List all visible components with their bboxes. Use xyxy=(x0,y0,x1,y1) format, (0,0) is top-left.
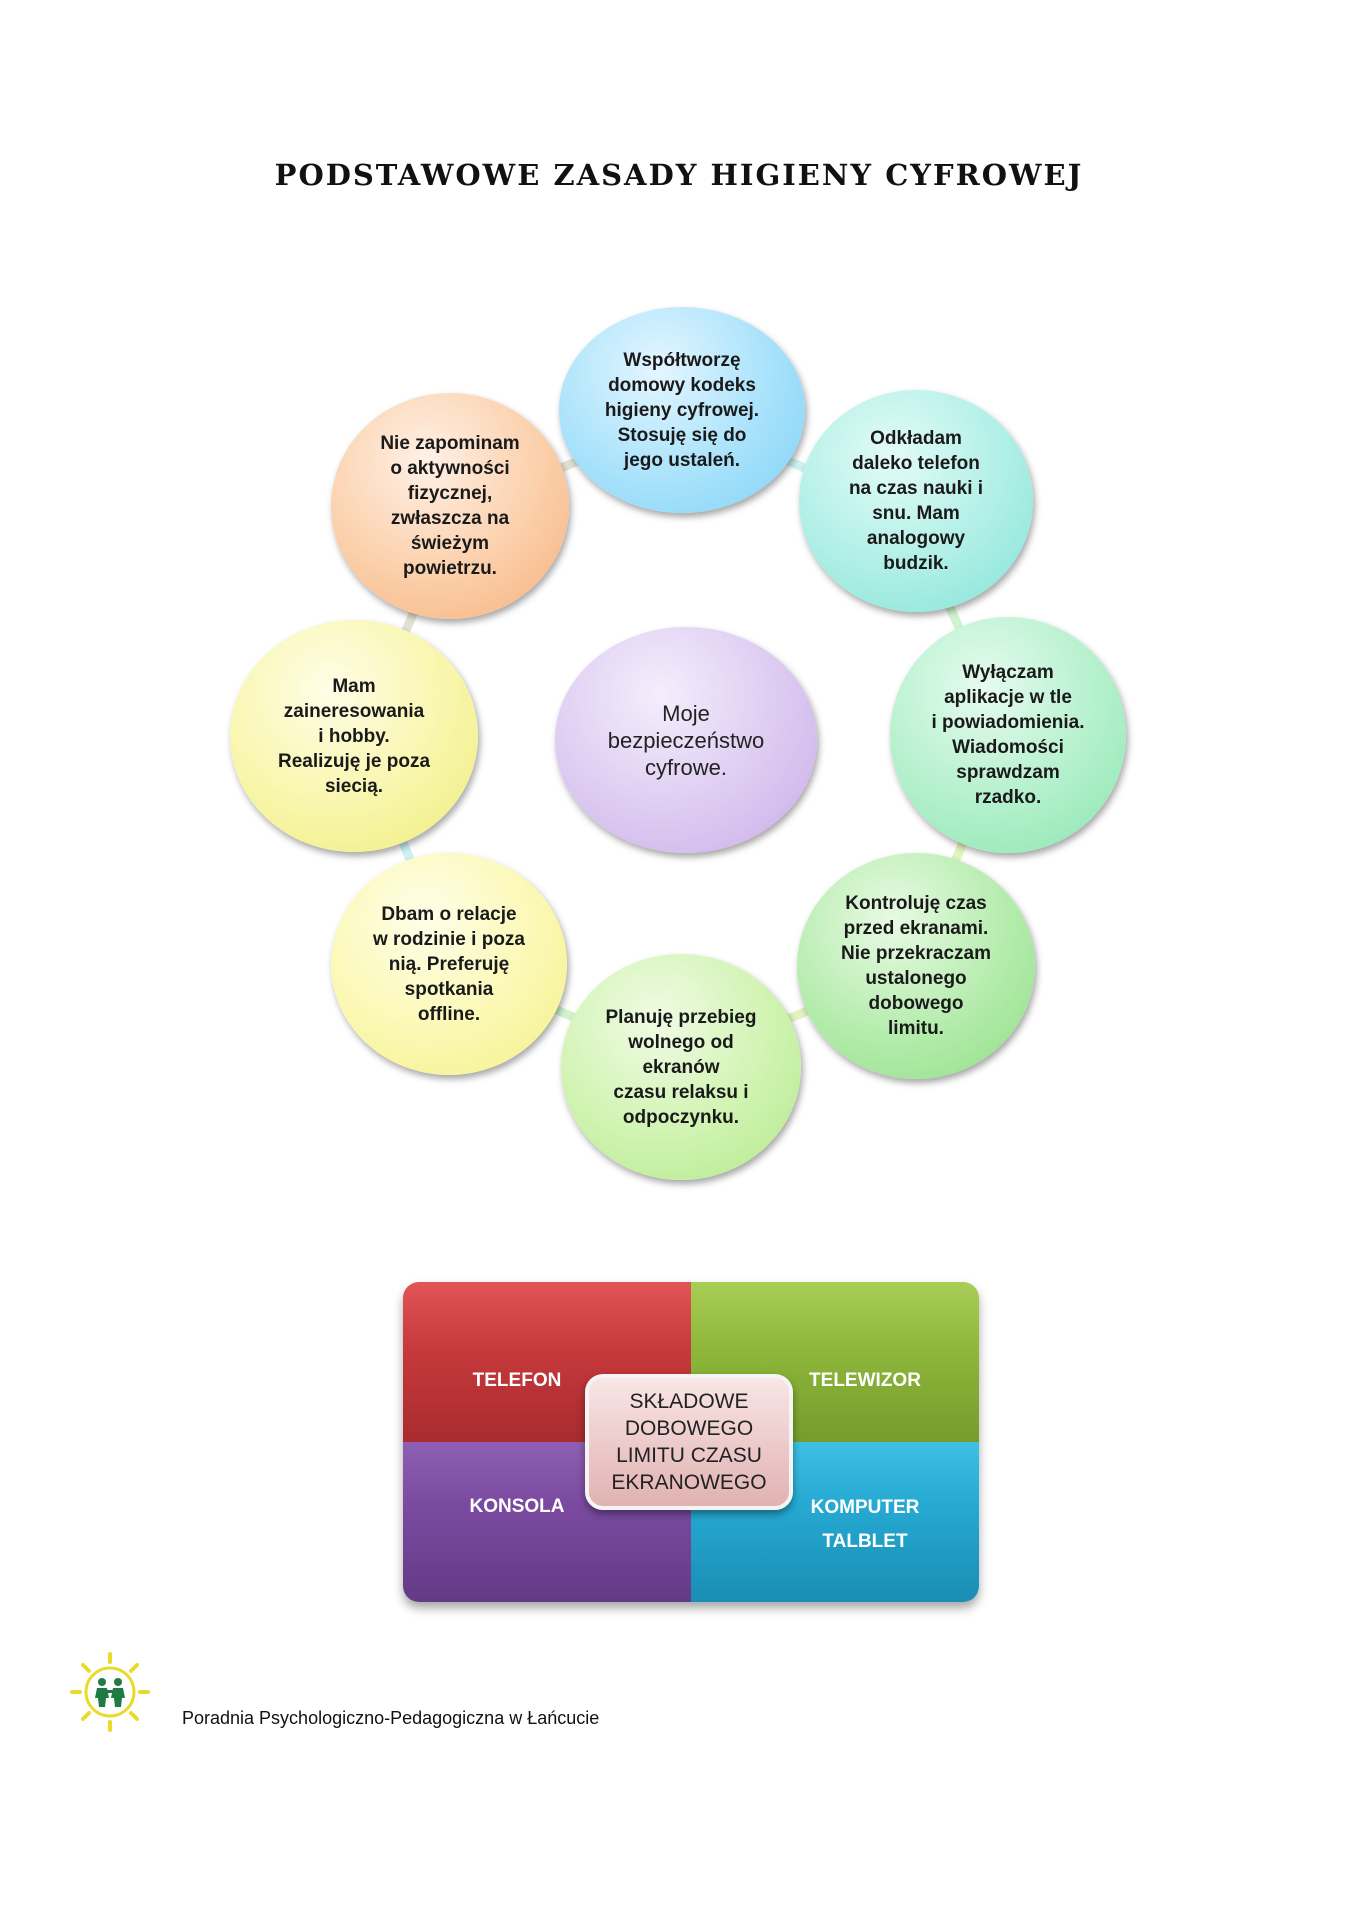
cycle-item-czas: Kontroluję czas przed ekranami. Nie prze… xyxy=(797,853,1035,1079)
sun-rays xyxy=(70,1652,150,1732)
cycle-item-hobby: Mam zaineresowania i hobby. Realizuję je… xyxy=(230,620,478,852)
quadrant-label: TELEFON xyxy=(472,1370,562,1391)
children-figures xyxy=(95,1678,125,1707)
cycle-item-relaks: Planuję przebieg wolnego od ekranów czas… xyxy=(561,954,801,1180)
quadrant-label-secondary: TALBLET xyxy=(822,1531,908,1552)
quadrant-label: KONSOLA xyxy=(469,1496,565,1517)
screen-time-matrix: TELEFON TELEWIZOR KONSOLA KOMPUTER TALBL… xyxy=(403,1282,979,1602)
cycle-item-aplikacje: Wyłączam aplikacje w tle i powiadomienia… xyxy=(890,617,1126,853)
quadrant-komputer: KOMPUTER TALBLET xyxy=(691,1442,979,1602)
footer-institution: Poradnia Psychologiczno-Pedagogiczna w Ł… xyxy=(182,1708,600,1728)
quadrant-label: KOMPUTER xyxy=(810,1497,920,1518)
page-title: PODSTAWOWE ZASADY HIGIENY CYFROWEJ xyxy=(274,158,1084,192)
logo-icon xyxy=(70,1652,150,1732)
cycle-item-relacje: Dbam o relacje w rodzinie i poza nią. Pr… xyxy=(331,853,567,1075)
quadrant-label: TELEWIZOR xyxy=(809,1370,921,1391)
cycle-item-telefon: Odkładam daleko telefon na czas nauki i … xyxy=(799,390,1033,612)
matrix-center-box: SKŁADOWE DOBOWEGO LIMITU CZASU EKRANOWEG… xyxy=(585,1374,793,1510)
cycle-item-kodeks: Współtworzę domowy kodeks higieny cyfrow… xyxy=(559,307,805,513)
cycle-center: Moje bezpieczeństwo cyfrowe. xyxy=(555,627,817,853)
cycle-item-aktywnosc: Nie zapominam o aktywności fizycznej, zw… xyxy=(331,393,569,619)
